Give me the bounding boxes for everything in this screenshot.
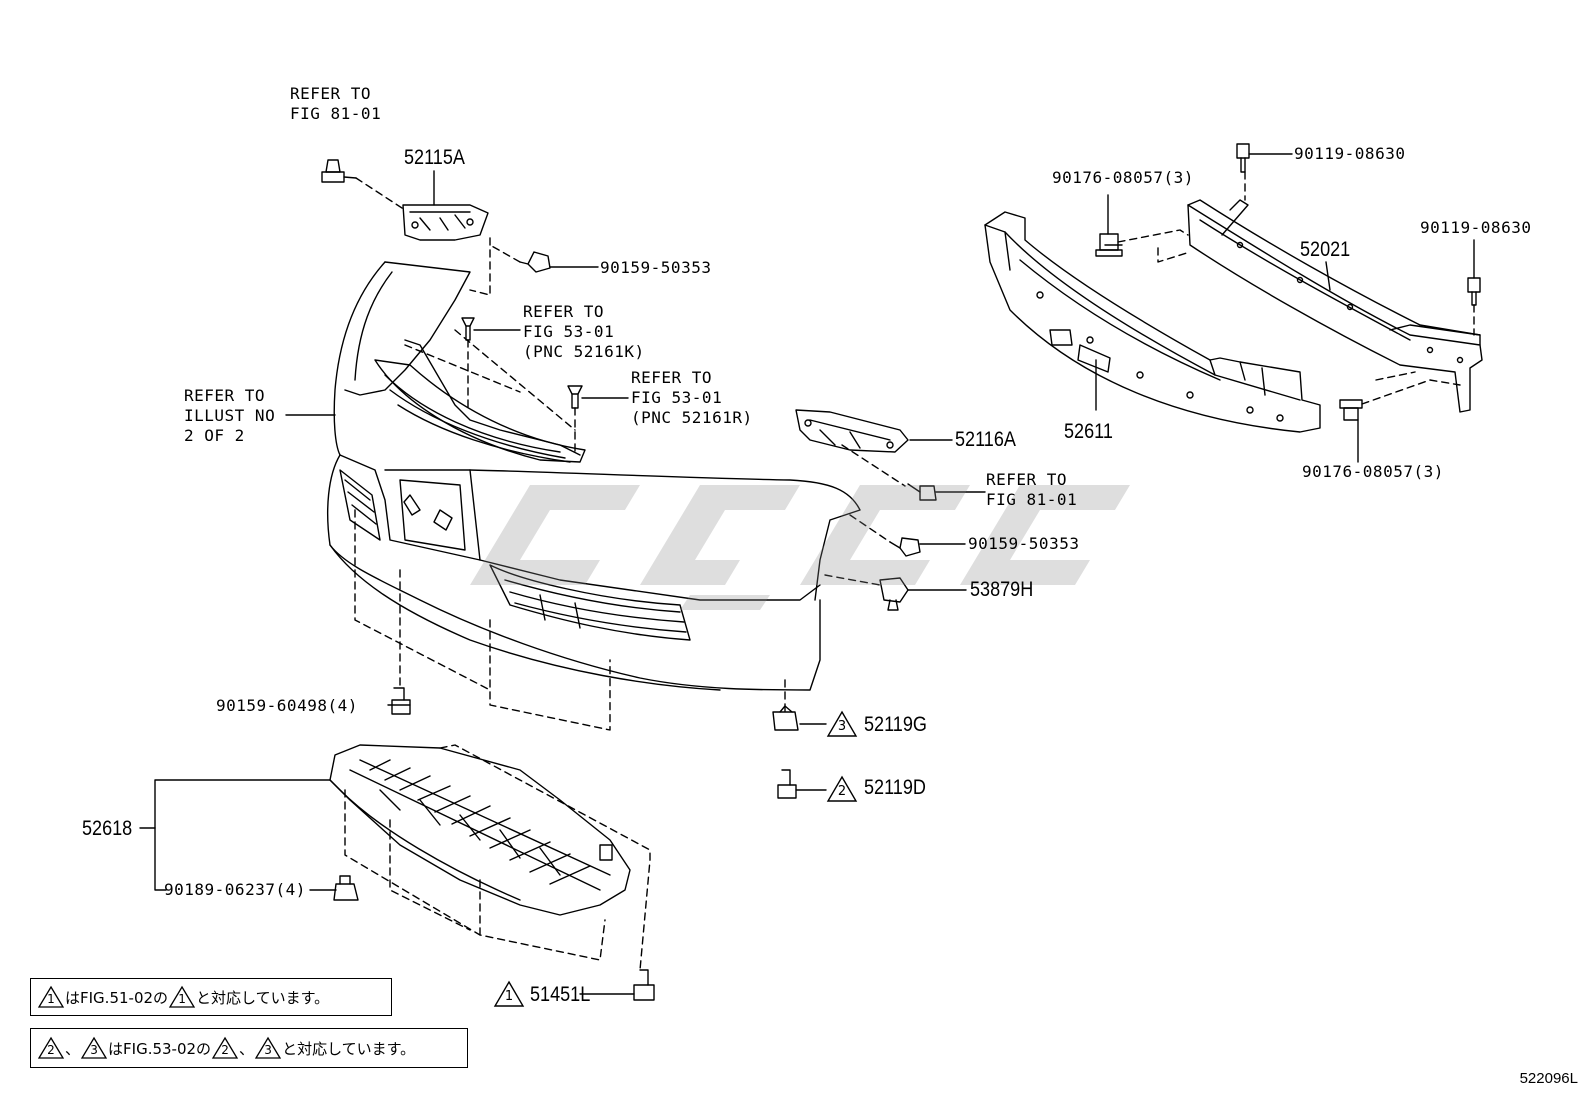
- reinforcement-52021-drawing: [1187, 199, 1483, 413]
- triangle-number: 1: [47, 992, 55, 1006]
- refer-line: (PNC 52161R): [631, 408, 753, 427]
- figure-code: 522096L: [1519, 1070, 1578, 1087]
- bracket-52116a-drawing: [795, 409, 909, 453]
- note-box-2: 2 、 3 はFIG.53-02の 2 、 3 と対応しています。: [30, 1028, 468, 1068]
- triangle-marker-1: 1: [493, 980, 525, 1008]
- bracket-52115a-drawing: [402, 204, 489, 241]
- part-number-90176-08057-top: 90176-08057(3): [1052, 168, 1194, 187]
- refer-line: 2 OF 2: [184, 426, 245, 445]
- part-number-90189-06237: 90189-06237(4): [164, 880, 306, 899]
- refer-line: FIG 53-01: [523, 322, 615, 341]
- part-number-90159-50353-top: 90159-50353: [600, 258, 712, 277]
- note-triangle: 3: [254, 1036, 282, 1060]
- note-text: と対応しています。: [282, 1039, 416, 1058]
- note-text: はFIG.53-02の: [108, 1039, 212, 1058]
- absorber-52611-drawing: [984, 211, 1321, 433]
- triangle-number: 3: [90, 1043, 98, 1057]
- note-triangle: 2: [37, 1036, 65, 1060]
- refer-fig81-label-mid: REFER TO FIG 81-01: [986, 470, 1077, 510]
- note-triangle: 1: [168, 985, 196, 1009]
- bumper-cover-drawing: [326, 261, 861, 691]
- refer-fig81-label-top: REFER TO FIG 81-01: [290, 84, 381, 124]
- part-number-90119-08630-right: 90119-08630: [1420, 218, 1532, 237]
- note-triangle: 3: [80, 1036, 108, 1060]
- refer-line: ILLUST NO: [184, 406, 276, 425]
- refer-line: REFER TO: [523, 302, 605, 321]
- under-cover-52618-drawing: [329, 744, 631, 916]
- triangle-number: 3: [837, 719, 847, 734]
- triangle-number: 1: [504, 989, 514, 1004]
- part-number-52618: 52618: [82, 817, 133, 840]
- note-separator: 、: [239, 1039, 255, 1058]
- part-number-52119d: 52119D: [864, 776, 926, 799]
- triangle-marker-3: 3: [826, 710, 858, 738]
- refer-line: (PNC 52161K): [523, 342, 645, 361]
- part-number-52021: 52021: [1300, 238, 1351, 261]
- watermark-logo: [470, 485, 1130, 610]
- part-number-90159-60498: 90159-60498(4): [216, 696, 358, 715]
- part-number-52116a: 52116A: [955, 428, 1016, 451]
- part-number-51451l: 51451L: [530, 983, 591, 1006]
- part-number-90119-08630-top: 90119-08630: [1294, 144, 1406, 163]
- refer-line: FIG 81-01: [986, 490, 1078, 509]
- part-number-52611: 52611: [1064, 420, 1113, 443]
- part-number-90159-50353-mid: 90159-50353: [968, 534, 1080, 553]
- triangle-number: 2: [221, 1043, 229, 1057]
- refer-line: REFER TO: [986, 470, 1068, 489]
- refer-line: FIG 53-01: [631, 388, 723, 407]
- note-text: と対応しています。: [196, 988, 330, 1007]
- part-number-90176-08057-bottom: 90176-08057(3): [1302, 462, 1444, 481]
- triangle-number: 1: [178, 992, 186, 1006]
- refer-illust-label: REFER TO ILLUST NO 2 OF 2: [184, 386, 275, 446]
- triangle-marker-2: 2: [826, 775, 858, 803]
- part-number-52119g: 52119G: [864, 713, 927, 736]
- dashed-assembly-lines: [344, 171, 1475, 971]
- refer-fig53-label-r: REFER TO FIG 53-01 (PNC 52161R): [631, 368, 753, 428]
- part-number-52115a: 52115A: [404, 146, 465, 169]
- triangle-number: 2: [837, 784, 847, 799]
- note-box-1: 1 はFIG.51-02の 1 と対応しています。: [30, 978, 392, 1016]
- note-text: はFIG.51-02の: [65, 988, 169, 1007]
- refer-line: FIG 81-01: [290, 104, 382, 123]
- note-triangle: 1: [37, 985, 65, 1009]
- note-separator: 、: [65, 1039, 81, 1058]
- triangle-number: 2: [47, 1043, 55, 1057]
- refer-line: REFER TO: [631, 368, 713, 387]
- part-number-53879h: 53879H: [970, 578, 1034, 601]
- note-triangle: 2: [211, 1036, 239, 1060]
- refer-fig53-label-k: REFER TO FIG 53-01 (PNC 52161K): [523, 302, 645, 362]
- refer-line: REFER TO: [290, 84, 372, 103]
- leader-lines: [139, 153, 1475, 995]
- triangle-number: 3: [264, 1043, 272, 1057]
- refer-line: REFER TO: [184, 386, 266, 405]
